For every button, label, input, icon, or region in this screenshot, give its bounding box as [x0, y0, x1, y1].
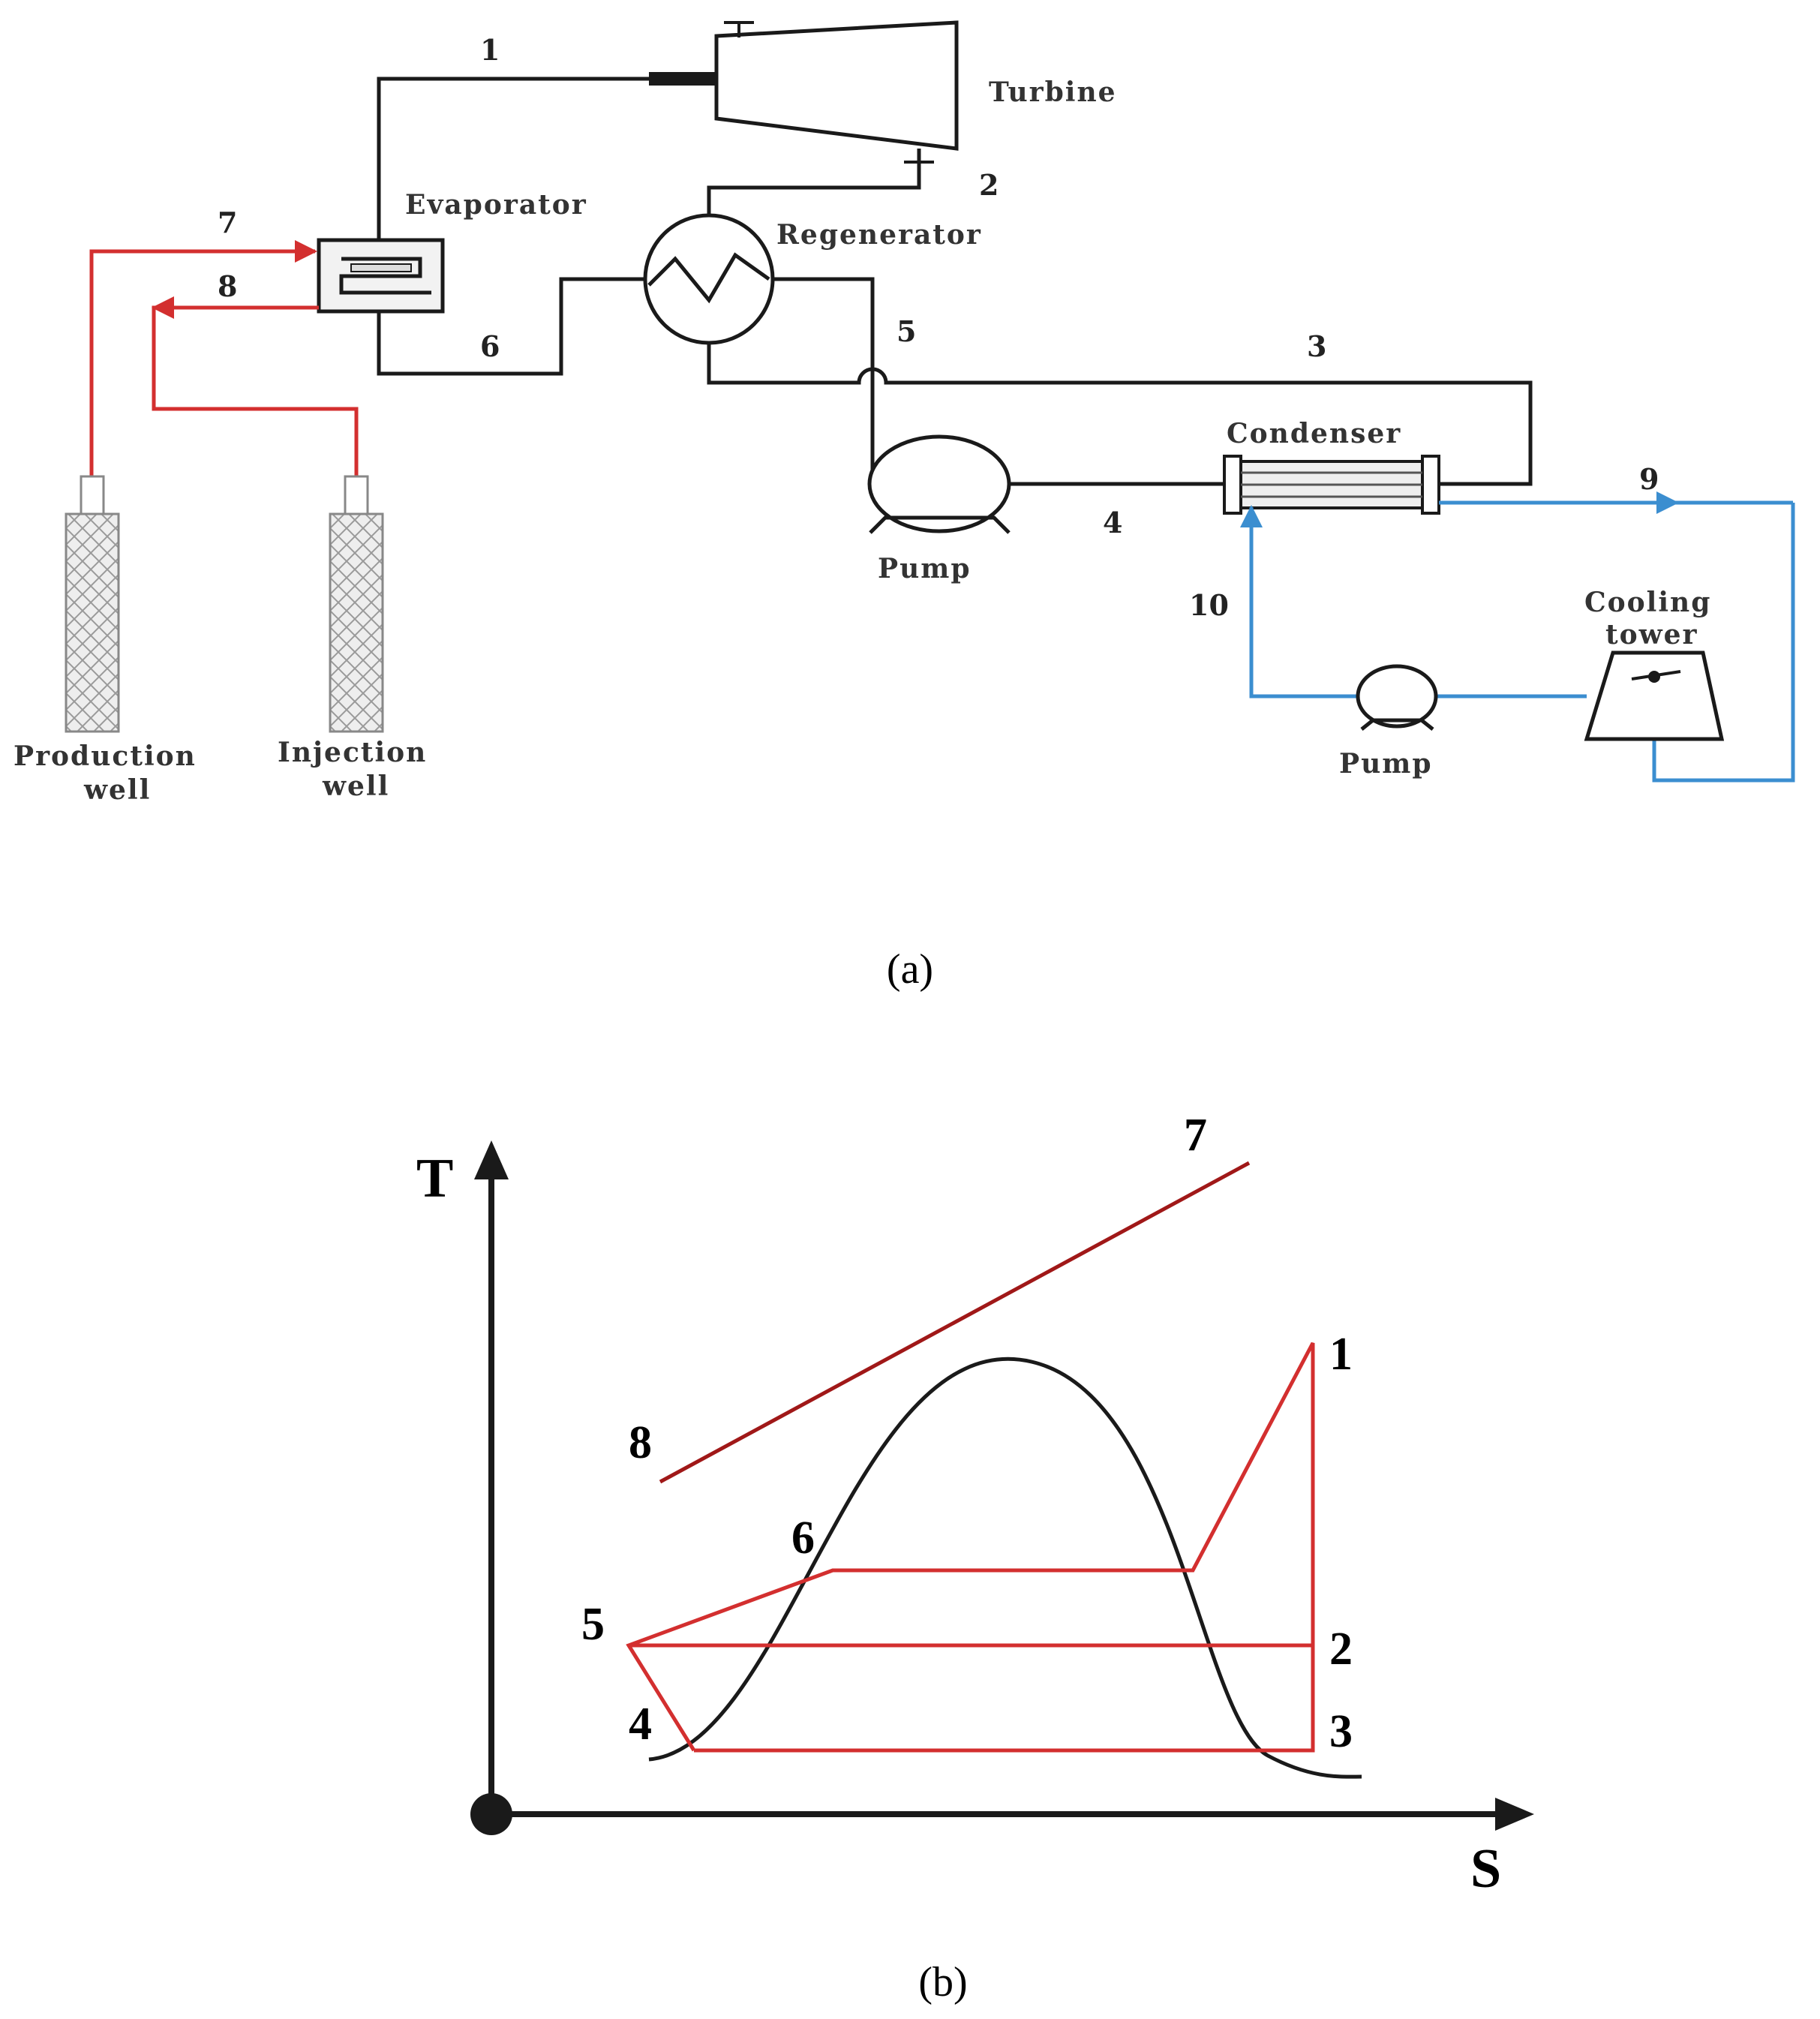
ts-point-labels: 1 2 3 4 5 6 7 8 — [581, 1110, 1353, 1757]
stream-2-pipe — [707, 149, 921, 239]
ts-point-4: 4 — [629, 1699, 652, 1750]
cooling-pump-base — [1360, 718, 1434, 731]
state-point-10: 10 — [1189, 588, 1229, 622]
tower-return-pipe — [1652, 503, 1795, 783]
brine-loop — [89, 240, 359, 476]
state-point-2: 2 — [979, 168, 999, 202]
fan-icon — [1648, 671, 1660, 683]
cycle-path — [626, 1341, 1315, 1753]
orc-pump-label: Pump — [878, 553, 972, 584]
stream-8-pipe — [152, 305, 359, 476]
cooling-tower-body — [1584, 650, 1725, 741]
orc-cycle — [626, 1341, 1315, 1753]
state-point-4: 4 — [1103, 506, 1122, 539]
stream-5-pipe — [773, 277, 875, 480]
turbine: Turbine — [714, 20, 1117, 167]
stream-6-pipe — [377, 277, 649, 376]
state-point-7: 7 — [218, 206, 237, 239]
condenser-left-head — [1223, 455, 1242, 515]
turbine-label: Turbine — [989, 77, 1117, 108]
origin-dot — [470, 1793, 512, 1835]
orc-pump-body — [867, 434, 1011, 533]
turbine-body — [714, 20, 959, 151]
saturation-dome — [648, 1357, 1362, 1779]
cooling-pump-body — [1356, 664, 1438, 729]
ts-point-2: 2 — [1329, 1624, 1353, 1675]
injection-well-casing — [329, 512, 384, 733]
state-point-labels: 1 2 3 4 5 6 7 8 9 10 — [218, 33, 1659, 622]
stream-3-pipe — [707, 319, 1533, 486]
stream-1-pipe — [377, 77, 653, 248]
ts-point-8: 8 — [629, 1417, 652, 1468]
turbine-inlet-nozzle — [649, 72, 716, 86]
injection-well-head — [344, 475, 369, 515]
condenser-label: Condenser — [1227, 418, 1401, 449]
regenerator-zigzag — [647, 252, 770, 304]
ts-point-6: 6 — [791, 1513, 815, 1564]
stream-10-pipe — [1249, 525, 1358, 699]
panel-b-ts-diagram: T S 1 2 3 4 5 6 7 8 (b) — [416, 1110, 1534, 2005]
brine-line-8-7 — [659, 1161, 1251, 1484]
production-well-label-1: Production — [14, 741, 197, 772]
evaporator: Evaporator — [317, 189, 587, 314]
regenerator: Regenerator — [643, 213, 982, 345]
cooling-pump-label: Pump — [1339, 748, 1433, 780]
production-well-label-2: well — [83, 774, 151, 806]
panel-a-schematic: Turbine Evaporator Regenerator Pump — [14, 20, 1795, 993]
ts-point-1: 1 — [1329, 1329, 1353, 1380]
state-point-5: 5 — [896, 314, 916, 348]
panel-b-caption: (b) — [918, 1959, 967, 2005]
condenser: Condenser — [1223, 418, 1440, 515]
orc-pump: Pump — [867, 434, 1011, 584]
t-axis-label: T — [416, 1148, 453, 1209]
production-well: Production well — [14, 475, 197, 806]
cooling-water-loop — [1240, 491, 1795, 783]
cooling-tower-label-2: tower — [1605, 619, 1698, 650]
cooling-tower: Cooling tower — [1584, 587, 1725, 741]
state-point-8: 8 — [218, 269, 237, 303]
production-well-casing — [65, 512, 120, 733]
injection-well: Injection well — [278, 475, 427, 802]
ts-point-5: 5 — [581, 1599, 605, 1650]
injection-well-label-1: Injection — [278, 737, 427, 768]
state-point-1: 1 — [480, 33, 500, 67]
stream-7-pipe — [89, 249, 296, 476]
cooling-tower-label-1: Cooling — [1584, 587, 1711, 618]
regenerator-label: Regenerator — [776, 219, 982, 251]
state-point-9: 9 — [1639, 462, 1659, 496]
state-point-3: 3 — [1307, 329, 1326, 363]
evaporator-coil — [339, 257, 431, 295]
ts-point-7: 7 — [1184, 1110, 1207, 1161]
orc-pump-base — [869, 515, 1011, 534]
evaporator-coil-inner — [350, 263, 412, 272]
panel-a-caption: (a) — [887, 946, 933, 993]
s-axis-arrowhead — [1495, 1798, 1534, 1831]
ts-point-3: 3 — [1329, 1706, 1353, 1757]
evaporator-label: Evaporator — [405, 189, 587, 221]
condenser-right-head — [1421, 455, 1440, 515]
cooling-pump: Pump — [1339, 664, 1438, 780]
s-axis-label: S — [1470, 1838, 1501, 1900]
injection-well-label-2: well — [322, 771, 389, 802]
regenerator-shell — [643, 213, 775, 345]
working-fluid-piping — [377, 72, 1533, 486]
state-point-6: 6 — [480, 329, 500, 363]
t-axis-arrowhead — [474, 1140, 509, 1179]
production-well-head — [80, 475, 105, 515]
